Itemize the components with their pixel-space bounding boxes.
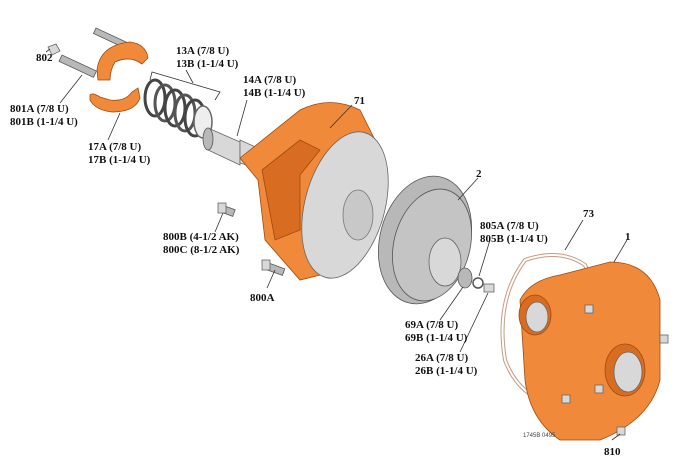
- label-805a: 805A (7/8 U): [480, 220, 539, 232]
- label-2: 2: [476, 168, 482, 180]
- label-1: 1: [625, 231, 631, 243]
- impeller-2: [377, 175, 473, 305]
- plug-810: [616, 426, 626, 436]
- label-26b: 26B (1-1/4 U): [415, 365, 478, 377]
- label-69b: 69B (1-1/4 U): [405, 332, 468, 344]
- pump-casing-1: [518, 261, 669, 441]
- spring-13: [143, 78, 213, 139]
- label-13b: 13B (1-1/4 U): [176, 58, 239, 70]
- bolt-800a: [261, 259, 286, 276]
- washer-805: [472, 277, 484, 289]
- bracket-71: [239, 102, 389, 281]
- label-801a: 801A (7/8 U): [10, 103, 69, 115]
- label-802: 802: [36, 52, 53, 64]
- impeller-nut-69: [457, 267, 473, 289]
- bolt-801: [47, 43, 97, 78]
- label-800c: 800C (8-1/2 AK): [163, 244, 240, 256]
- label-14a: 14A (7/8 U): [243, 74, 297, 86]
- leader-lines: [45, 48, 628, 441]
- bolt-800b: [217, 202, 236, 217]
- clamp-lower-half-17: [89, 87, 141, 113]
- label-805b: 805B (1-1/4 U): [480, 233, 548, 245]
- drawing-code: 1745B 0495: [523, 433, 556, 439]
- label-800b: 800B (4-1/2 AK): [163, 231, 239, 243]
- label-73: 73: [583, 208, 595, 220]
- nut-802: [47, 43, 61, 56]
- label-801b: 801B (1-1/4 U): [10, 116, 78, 128]
- label-13a: 13A (7/8 U): [176, 45, 230, 57]
- label-71: 71: [354, 95, 365, 107]
- bolt-26: [483, 283, 495, 293]
- label-26a: 26A (7/8 U): [415, 352, 469, 364]
- label-17b: 17B (1-1/4 U): [88, 154, 151, 166]
- label-69a: 69A (7/8 U): [405, 319, 459, 331]
- label-17a: 17A (7/8 U): [88, 141, 142, 153]
- clamp-upper-half: [96, 41, 149, 81]
- label-14b: 14B (1-1/4 U): [243, 87, 306, 99]
- label-810: 810: [604, 446, 621, 458]
- label-800a: 800A: [250, 292, 275, 304]
